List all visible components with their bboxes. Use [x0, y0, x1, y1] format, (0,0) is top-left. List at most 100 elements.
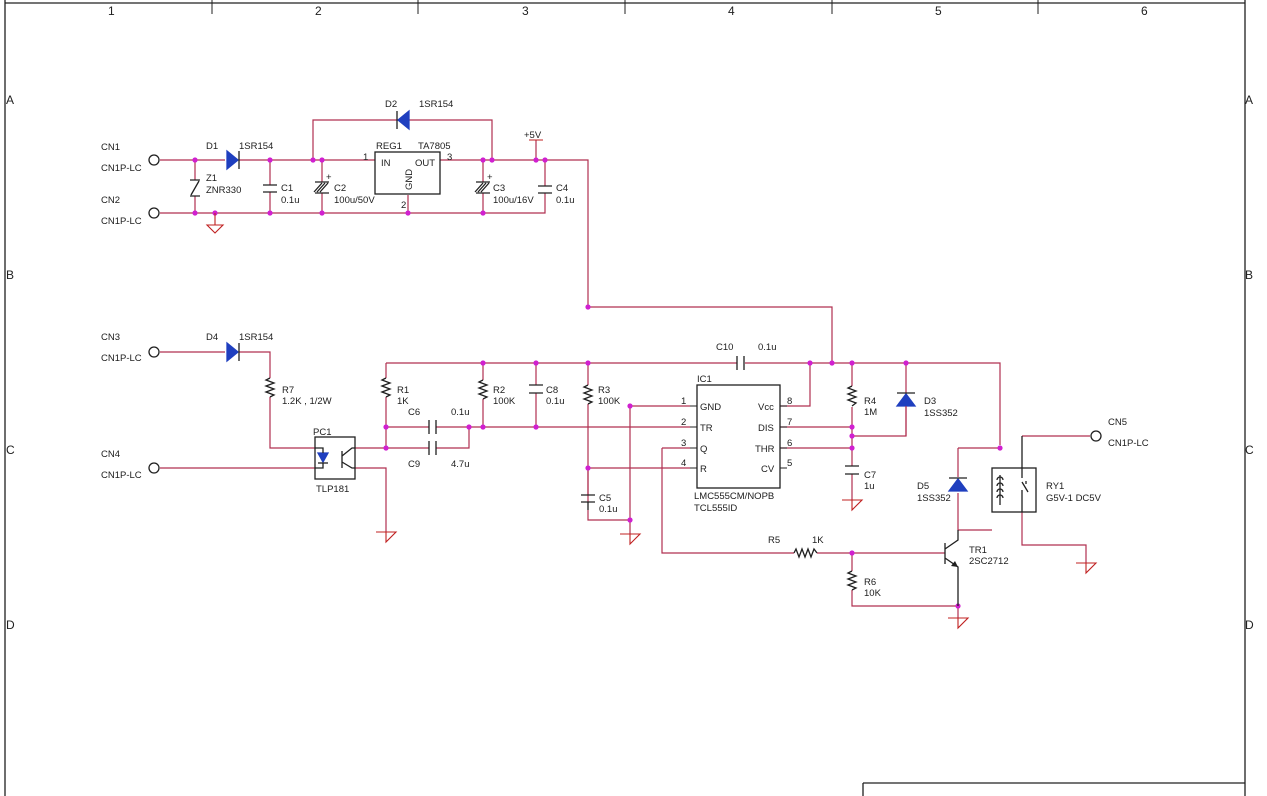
tr1-ref: TR1	[969, 545, 987, 556]
connector-cn1[interactable]: CN1 CN1P-LC	[101, 142, 160, 174]
row-label-b-right: B	[1245, 268, 1253, 282]
c8-ref: C8	[546, 385, 558, 396]
z1-part: ZNR330	[206, 185, 241, 196]
c1-value: 0.1u	[281, 195, 300, 206]
r3-ref: R3	[598, 385, 610, 396]
diode-d2[interactable]: D2 1SR154	[385, 99, 453, 131]
c6-value: 0.1u	[451, 407, 470, 418]
diode-d5[interactable]: D5 1SS352	[917, 477, 969, 504]
c3-value: 100u/16V	[493, 195, 534, 206]
vcc-label: +5V	[524, 130, 542, 141]
capacitor-c8[interactable]: C8 0.1u	[529, 384, 565, 407]
resistor-r2[interactable]: R2 100K	[477, 379, 516, 407]
d4-ref: D4	[206, 332, 218, 343]
c2-plus: +	[326, 172, 332, 183]
r1-value: 1K	[397, 396, 409, 407]
d4-part: 1SR154	[239, 332, 273, 343]
cn5-ref: CN5	[1108, 417, 1127, 428]
ic1-pin7-name: DIS	[758, 423, 774, 434]
r5-ref: R5	[768, 535, 780, 546]
reg1-num-in: 1	[363, 152, 368, 163]
row-label-a-left: A	[6, 93, 14, 107]
c7-value: 1u	[864, 481, 875, 492]
ic1-pin3-num: 3	[681, 438, 686, 449]
c3-plus: +	[487, 172, 493, 183]
r7-ref: R7	[282, 385, 294, 396]
relay-ry1[interactable]: RY1 G5V-1 DC5V	[991, 436, 1102, 513]
c10-value: 0.1u	[758, 342, 777, 353]
diode-d4[interactable]: D4 1SR154	[206, 332, 273, 363]
d2-ref: D2	[385, 99, 397, 110]
row-label-d-left: D	[6, 618, 15, 632]
reg1-pin-in: IN	[381, 158, 391, 169]
resistor-r3[interactable]: R3 100K	[582, 384, 621, 407]
ry1-ref: RY1	[1046, 481, 1064, 492]
capacitor-c4[interactable]: C4 0.1u	[538, 183, 575, 206]
capacitor-c1[interactable]: C1 0.1u	[263, 183, 300, 206]
resistor-r7[interactable]: R7 1.2K , 1/2W	[264, 377, 332, 407]
reg1-num-gnd: 2	[401, 200, 406, 211]
ic1-pin1-name: GND	[700, 402, 721, 413]
resistor-r5[interactable]: R5 1K	[768, 535, 824, 559]
resistor-r6[interactable]: R6 10K	[846, 570, 882, 599]
cn5-part: CN1P-LC	[1108, 438, 1149, 449]
c9-value: 4.7u	[451, 459, 470, 470]
ic1-pin6-num: 6	[787, 438, 792, 449]
ic1-pin5-num: 5	[787, 458, 792, 469]
connector-cn4[interactable]: CN4 CN1P-LC	[101, 449, 160, 481]
resistor-r1[interactable]: R1 1K	[380, 377, 409, 407]
column-label-4: 4	[728, 4, 735, 18]
junctions	[192, 157, 1003, 609]
row-label-a-right: A	[1245, 93, 1253, 107]
capacitor-c5[interactable]: C5 0.1u	[581, 493, 618, 515]
timer-ic1[interactable]: IC1 GND TR Q R Vcc DIS THR CV 1 2 3 4 8 …	[681, 374, 792, 514]
capacitor-c6[interactable]: C6 0.1u	[408, 407, 470, 434]
c5-value: 0.1u	[599, 504, 618, 515]
column-label-3: 3	[522, 4, 529, 18]
connector-cn3[interactable]: CN3 CN1P-LC	[101, 332, 160, 364]
wires	[160, 119, 1090, 618]
c2-ref: C2	[334, 183, 346, 194]
capacitor-c3[interactable]: + C3 100u/16V	[474, 172, 534, 206]
c5-ref: C5	[599, 493, 611, 504]
cn4-ref: CN4	[101, 449, 120, 460]
d2-part: 1SR154	[419, 99, 453, 110]
ic1-pin4-num: 4	[681, 458, 686, 469]
column-label-2: 2	[315, 4, 322, 18]
r4-value: 1M	[864, 407, 877, 418]
capacitor-c9[interactable]: C9 4.7u	[408, 441, 470, 470]
transistor-tr1[interactable]: TR1 2SC2712	[944, 530, 1009, 606]
pc1-ref: PC1	[313, 427, 331, 438]
connector-cn2[interactable]: CN2 CN1P-LC	[101, 195, 160, 227]
diode-d3[interactable]: D3 1SS352	[895, 392, 958, 436]
resistor-r4[interactable]: R4 1M	[846, 385, 877, 418]
r7-value: 1.2K , 1/2W	[282, 396, 332, 407]
ic1-pin2-num: 2	[681, 417, 686, 428]
capacitor-c7[interactable]: C7 1u	[845, 465, 876, 492]
cn2-part: CN1P-LC	[101, 216, 142, 227]
d5-ref: D5	[917, 481, 929, 492]
varistor-z1[interactable]: Z1 ZNR330	[190, 173, 241, 197]
optocoupler-pc1[interactable]: PC1 TLP181	[313, 427, 356, 495]
regulator-reg1[interactable]: REG1 TA7805 IN OUT GND 1 3 2	[363, 141, 452, 211]
d5-part: 1SS352	[917, 493, 951, 504]
c7-ref: C7	[864, 470, 876, 481]
d1-part: 1SR154	[239, 141, 273, 152]
connector-cn5[interactable]: CN5 CN1P-LC	[1090, 417, 1149, 449]
c2-value: 100u/50V	[334, 195, 375, 206]
c4-ref: C4	[556, 183, 568, 194]
cn1-part: CN1P-LC	[101, 163, 142, 174]
column-label-1: 1	[108, 4, 115, 18]
c3-ref: C3	[493, 183, 505, 194]
cn1-ref: CN1	[101, 142, 120, 153]
r5-value: 1K	[812, 535, 824, 546]
ic1-pin3-name: Q	[700, 444, 707, 455]
column-label-6: 6	[1141, 4, 1148, 18]
capacitor-c10[interactable]: C10 0.1u	[716, 342, 777, 371]
r4-ref: R4	[864, 396, 876, 407]
ic1-pin6-name: THR	[755, 444, 775, 455]
ry1-part: G5V-1 DC5V	[1046, 493, 1102, 504]
diode-d1[interactable]: D1 1SR154	[206, 141, 273, 171]
capacitor-c2[interactable]: + C2 100u/50V	[313, 172, 375, 206]
